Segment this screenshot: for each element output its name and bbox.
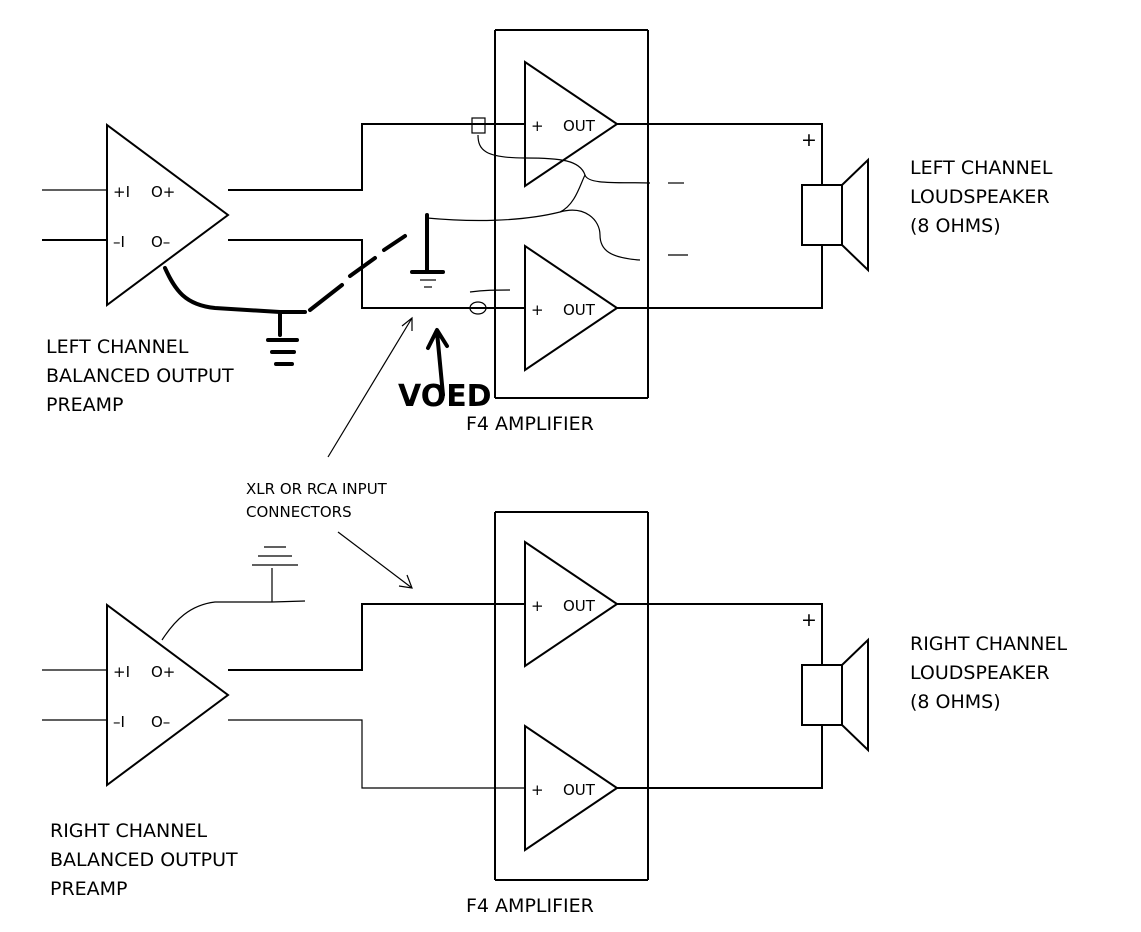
right-amp-lower-out: OUT [563,781,596,799]
handdrawn-thin-trace-link [559,174,586,213]
handdrawn-ground-trace [163,266,307,314]
left-preamp-in-minus: –I [113,233,125,251]
handdrawn-thin-trace-rca [469,289,511,293]
left-wire-minus [228,239,525,309]
left-preamp-label-line3: PREAMP [46,394,124,416]
left-amp-upper-stage [524,60,619,188]
left-preamp-label: LEFT CHANNEL BALANCED OUTPUT PREAMP [46,336,234,416]
right-speaker-label-line1: RIGHT CHANNEL [910,633,1067,655]
connector-label-line1: XLR OR RCA INPUT [246,480,388,498]
left-preamp-in-plus: +I [113,183,130,201]
right-preamp-label-line1: RIGHT CHANNEL [50,820,207,842]
right-preamp-out-plus: O+ [151,663,175,681]
callout-arrow-lower-head [398,574,413,589]
right-amp-upper-plus: + [531,597,544,615]
right-speaker-label: RIGHT CHANNEL LOUDSPEAKER (8 OHMS) [910,633,1067,713]
left-speaker-label: LEFT CHANNEL LOUDSPEAKER (8 OHMS) [910,157,1053,237]
left-speaker-wire-plus [617,123,823,185]
right-amp-label: F4 AMPLIFIER [466,895,594,917]
left-speaker-wire-minus [617,245,823,309]
right-loudspeaker-icon [801,637,869,753]
right-amp-lower-stage [524,724,619,852]
handdrawn-arrow-head [426,328,449,350]
left-preamp-label-line1: LEFT CHANNEL [46,336,189,358]
right-speaker-wire-minus [617,725,823,789]
left-amp-lower-plus: + [531,301,544,319]
right-preamp-label-line2: BALANCED OUTPUT [50,849,238,871]
right-speaker-label-line3: (8 OHMS) [910,691,1001,713]
right-preamp-in-minus: –I [113,713,125,731]
callout-arrow-upper [327,317,413,458]
left-preamp-out-plus: O+ [151,183,175,201]
left-speaker-plus: + [801,129,817,151]
left-amp-upper-plus: + [531,117,544,135]
handdrawn-dashed-trace [308,234,407,312]
handwritten-voed: VOED [398,379,492,414]
right-preamp-out-minus: O– [151,713,170,731]
right-amp-upper-out: OUT [563,597,596,615]
right-speaker-wire-plus [617,603,823,665]
handdrawn-ground-mod: VOED [163,117,688,414]
handdrawn-connector-upper [471,117,486,134]
left-amp-lower-stage [524,244,619,372]
right-speaker-label-line2: LOUDSPEAKER [910,662,1050,684]
connector-label-line2: CONNECTORS [246,503,352,521]
left-preamp-label-line2: BALANCED OUTPUT [46,365,234,387]
left-preamp-out-minus: O– [151,233,170,251]
right-preamp-triangle [106,603,230,787]
right-preamp: +I –I O+ O– [42,603,230,787]
left-f4-amplifier: + OUT + OUT F4 AMPLIFIER [466,29,649,435]
left-speaker-label-line3: (8 OHMS) [910,215,1001,237]
left-speaker-magnet [801,184,843,246]
left-amp-lower-out: OUT [563,301,596,319]
right-wire-plus [228,603,525,671]
handdrawn-connector-lower [469,301,487,315]
left-preamp-triangle [106,123,230,307]
handdrawn-thin-trace-upper [477,134,651,184]
right-preamp-label: RIGHT CHANNEL BALANCED OUTPUT PREAMP [50,820,238,900]
right-wire-minus [228,719,525,789]
handdrawn-right-ground-trace [161,600,306,641]
left-speaker-label-line1: LEFT CHANNEL [910,157,1053,179]
left-amp-upper-out: OUT [563,117,596,135]
left-speaker-cone [841,157,869,273]
handdrawn-arrow-shaft [435,330,445,397]
left-wire-plus [228,123,525,191]
right-speaker-plus: + [801,609,817,631]
connector-callout: XLR OR RCA INPUT CONNECTORS [246,316,413,589]
right-amp-upper-stage [524,540,619,668]
handdrawn-thin-trace-lower [426,209,641,261]
left-preamp: +I –I O+ O– [42,123,230,307]
left-loudspeaker-icon [801,157,869,273]
left-amp-label: F4 AMPLIFIER [466,413,594,435]
right-preamp-label-line3: PREAMP [50,878,128,900]
right-speaker-cone [841,637,869,753]
right-preamp-in-plus: +I [113,663,130,681]
left-speaker-label-line2: LOUDSPEAKER [910,186,1050,208]
right-amp-lower-plus: + [531,781,544,799]
right-f4-amplifier: + OUT + OUT F4 AMPLIFIER [466,511,649,917]
callout-arrow-upper-head [401,316,413,331]
callout-arrow-lower [337,531,413,589]
right-speaker-magnet [801,664,843,726]
handdrawn-right-ground [161,546,306,641]
